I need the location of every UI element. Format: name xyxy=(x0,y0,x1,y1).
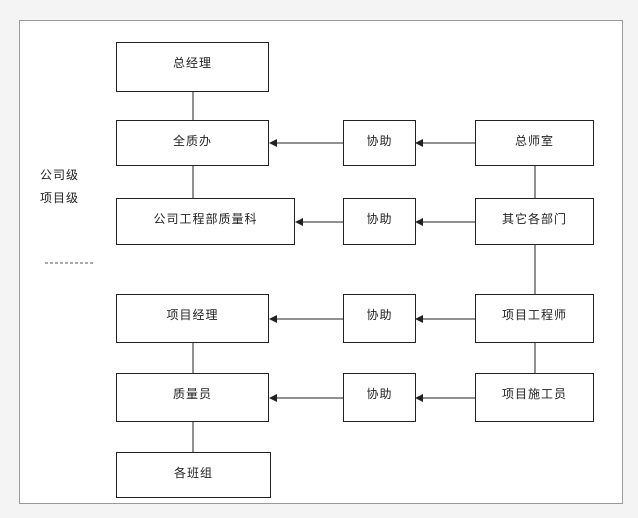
node-work-teams: 各班组 xyxy=(116,452,271,498)
diagram-frame xyxy=(19,20,623,504)
company-level-label: 公司级 xyxy=(40,168,80,182)
node-quality-inspector: 质量员 xyxy=(116,373,269,422)
node-label: 项目工程师 xyxy=(501,308,567,322)
node-project-manager: 项目经理 xyxy=(116,294,269,343)
node-label: 公司工程部质量科 xyxy=(153,212,258,226)
node-label: 协助 xyxy=(366,387,393,401)
node-label: 总师室 xyxy=(514,134,554,148)
node-quality-office: 全质办 xyxy=(116,120,269,166)
node-assist-2: 协助 xyxy=(343,198,416,245)
node-assist-3: 协助 xyxy=(343,294,416,343)
node-label: 总经理 xyxy=(172,56,212,70)
node-label: 协助 xyxy=(366,212,393,226)
node-assist-1: 协助 xyxy=(343,120,416,166)
node-label: 其它各部门 xyxy=(501,212,567,226)
node-general-manager: 总经理 xyxy=(116,42,269,92)
node-construction-worker: 项目施工员 xyxy=(475,373,594,422)
node-project-engineer: 项目工程师 xyxy=(475,294,594,343)
node-label: 全质办 xyxy=(172,134,212,148)
node-label: 协助 xyxy=(366,308,393,322)
node-label: 项目经理 xyxy=(166,308,219,322)
node-other-departments: 其它各部门 xyxy=(475,198,594,245)
node-label: 各班组 xyxy=(173,466,213,480)
node-label: 项目施工员 xyxy=(501,387,567,401)
node-chief-engineer-office: 总师室 xyxy=(475,120,594,166)
node-label: 质量员 xyxy=(172,387,212,401)
node-label: 协助 xyxy=(366,134,393,148)
node-qc-department: 公司工程部质量科 xyxy=(116,198,295,245)
project-level-label: 项目级 xyxy=(40,191,80,205)
node-assist-4: 协助 xyxy=(343,373,416,422)
